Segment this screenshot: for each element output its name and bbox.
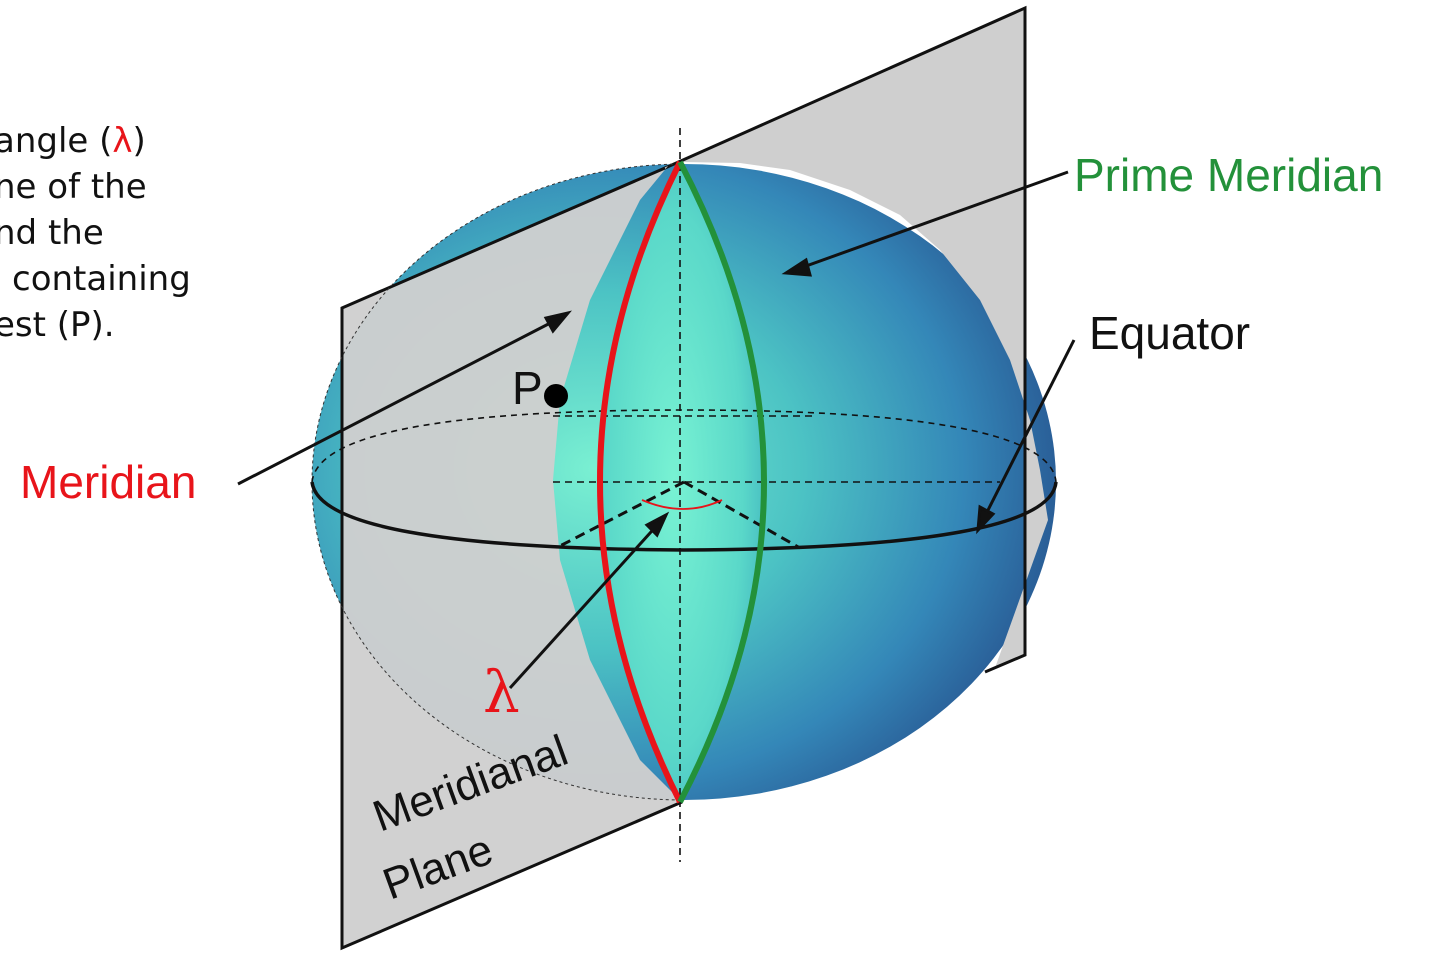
description-line: angle (λ): [0, 121, 146, 161]
description-line: ne of the: [0, 167, 147, 207]
meridian-curve: [597, 160, 683, 804]
point-p-marker: [544, 384, 568, 408]
equator-front: [310, 481, 1058, 552]
meridianal-plane-front: [342, 166, 682, 948]
meridianal-plane-back: [682, 8, 1048, 668]
lambda-angle-arc: [641, 499, 723, 510]
lambda-symbol: λ: [483, 658, 520, 726]
description-line: est (P).: [0, 305, 115, 345]
leader-arrows: [237, 170, 1076, 690]
prime-meridian-label: Prime Meridian: [1074, 149, 1384, 201]
equator-label: Equator: [1089, 307, 1251, 359]
prime-meridian-curve: [677, 160, 767, 804]
meridian-label: Meridian: [20, 456, 197, 508]
description-text: angle (λ) ne of the nd the containing es…: [0, 118, 254, 348]
equator-back: [311, 409, 1057, 483]
description-line: containing: [12, 259, 191, 299]
description-line: nd the: [0, 213, 104, 253]
point-p-label: P: [512, 362, 543, 414]
